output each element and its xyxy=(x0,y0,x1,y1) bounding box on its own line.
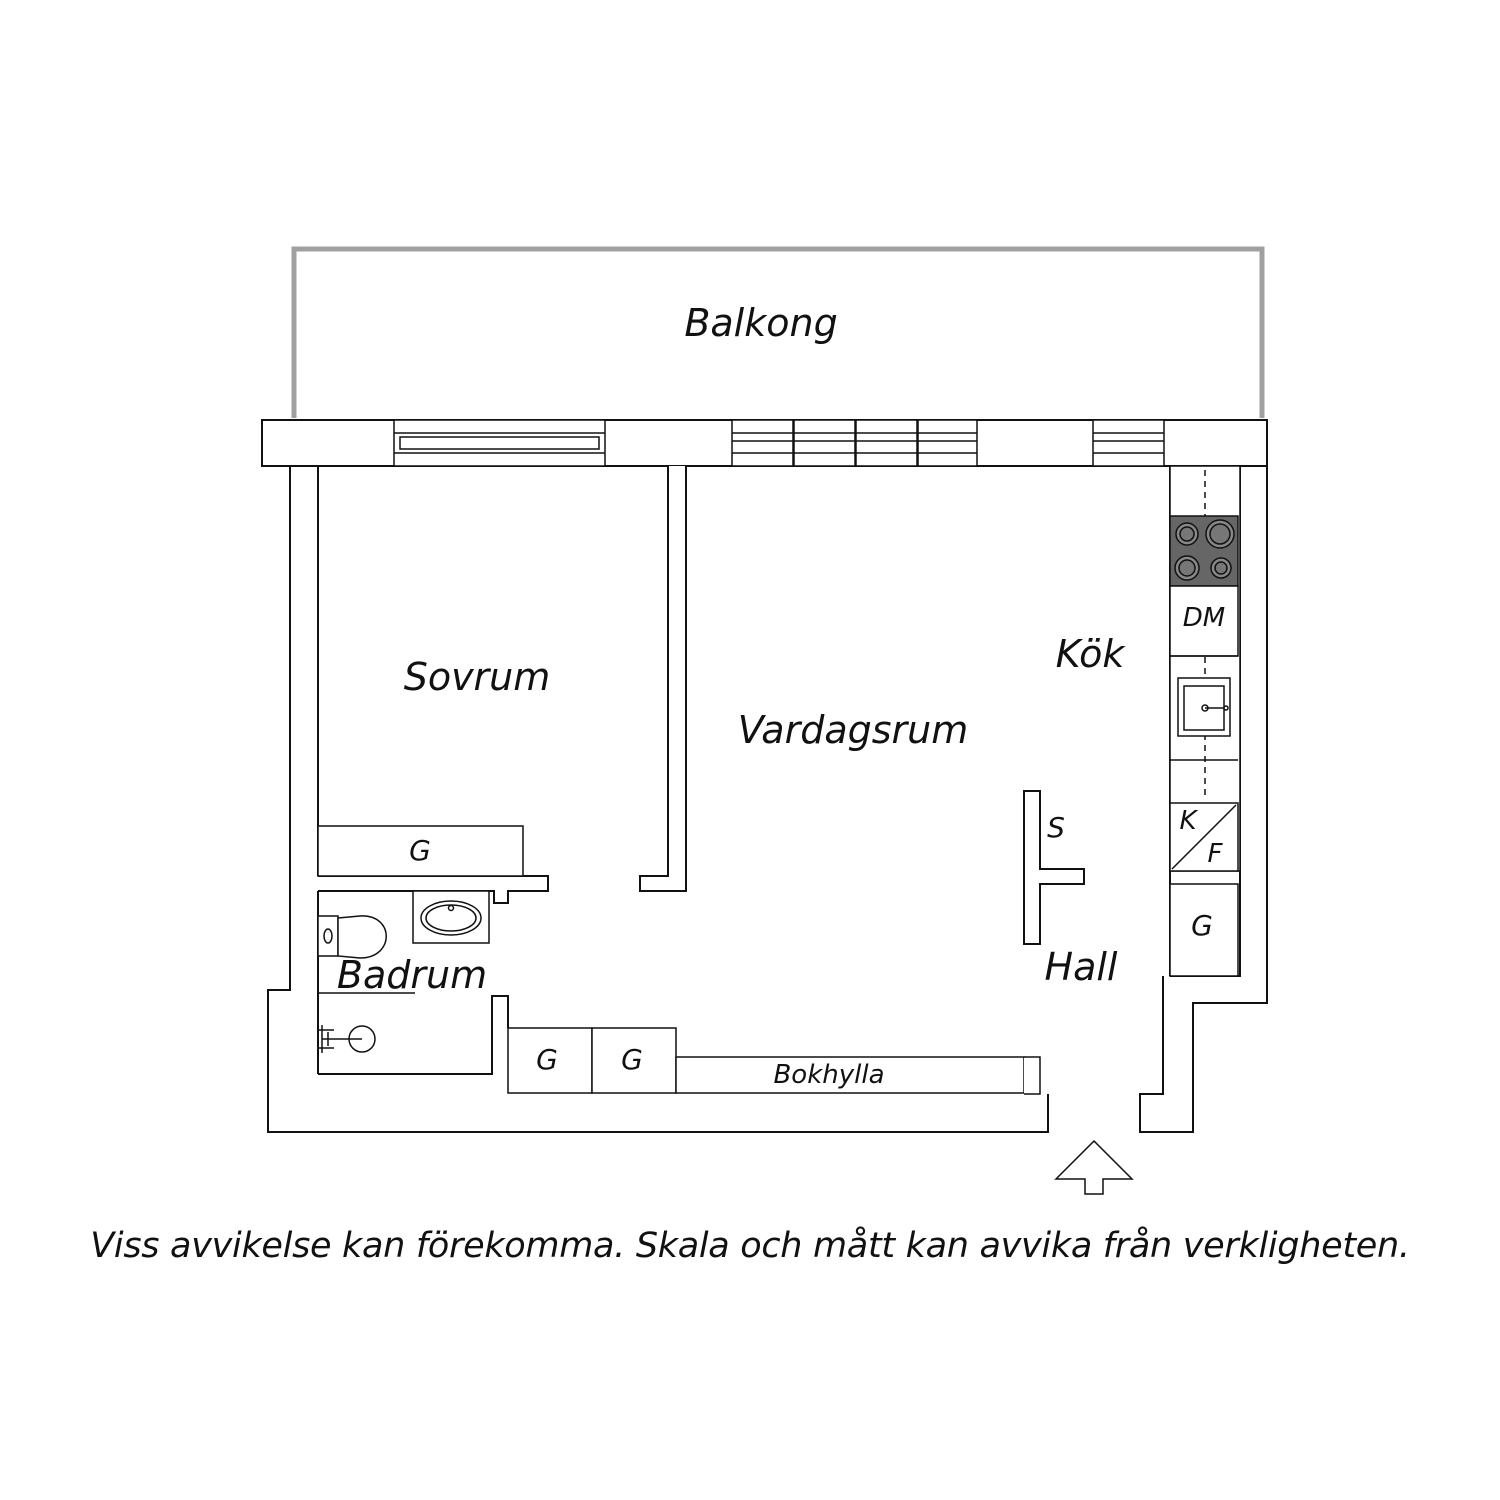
window-bedroom xyxy=(393,419,606,467)
room-label-living: Vardagsrum xyxy=(738,708,969,752)
room-label-balcony: Balkong xyxy=(684,301,837,345)
room-label-bathroom: Badrum xyxy=(337,953,487,997)
bathroom-fixtures xyxy=(317,890,490,1053)
outer-walls xyxy=(261,419,1268,1133)
kitchen-wardrobe xyxy=(1169,883,1239,977)
bedroom-wardrobe-label: G xyxy=(409,834,431,867)
entrance-arrow-icon xyxy=(1054,1139,1134,1195)
kitchen-sink-icon xyxy=(1177,677,1231,737)
hall-wardrobe-1 xyxy=(507,1027,593,1094)
kitchen-counter xyxy=(1169,465,1241,977)
fridge-f-label: F xyxy=(1208,839,1224,869)
stove-icon xyxy=(1169,515,1239,587)
toilet-icon xyxy=(317,915,387,959)
bookshelf-label: Bokhylla xyxy=(773,1060,884,1090)
window-living-1 xyxy=(731,419,794,467)
dishwasher-label: DM xyxy=(1183,603,1225,633)
hall-storage xyxy=(507,1027,1041,1095)
window-kitchen xyxy=(1092,419,1165,467)
room-label-kitchen: Kök xyxy=(1056,632,1127,676)
bookshelf xyxy=(675,1056,1025,1094)
storage-label: S xyxy=(1047,811,1065,844)
window-living-4 xyxy=(917,419,978,467)
hall-wardrobe-1-label: G xyxy=(536,1043,558,1076)
kitchen-wardrobe-label: G xyxy=(1191,909,1213,942)
dishwasher xyxy=(1169,585,1239,657)
window-living-3 xyxy=(855,419,918,467)
hall-wardrobe-2-label: G xyxy=(621,1043,643,1076)
windows xyxy=(393,419,1165,467)
shower-icon xyxy=(318,1025,376,1053)
balcony-railing xyxy=(291,246,1265,418)
fridge-k-label: K xyxy=(1179,806,1198,836)
room-label-bedroom: Sovrum xyxy=(404,655,551,699)
disclaimer-text: Viss avvikelse kan förekomma. Skala och … xyxy=(90,1226,1410,1266)
bedroom-wardrobe xyxy=(317,825,524,877)
window-living-2 xyxy=(793,419,856,467)
room-label-hall: Hall xyxy=(1045,945,1118,989)
sink-icon xyxy=(412,890,490,944)
